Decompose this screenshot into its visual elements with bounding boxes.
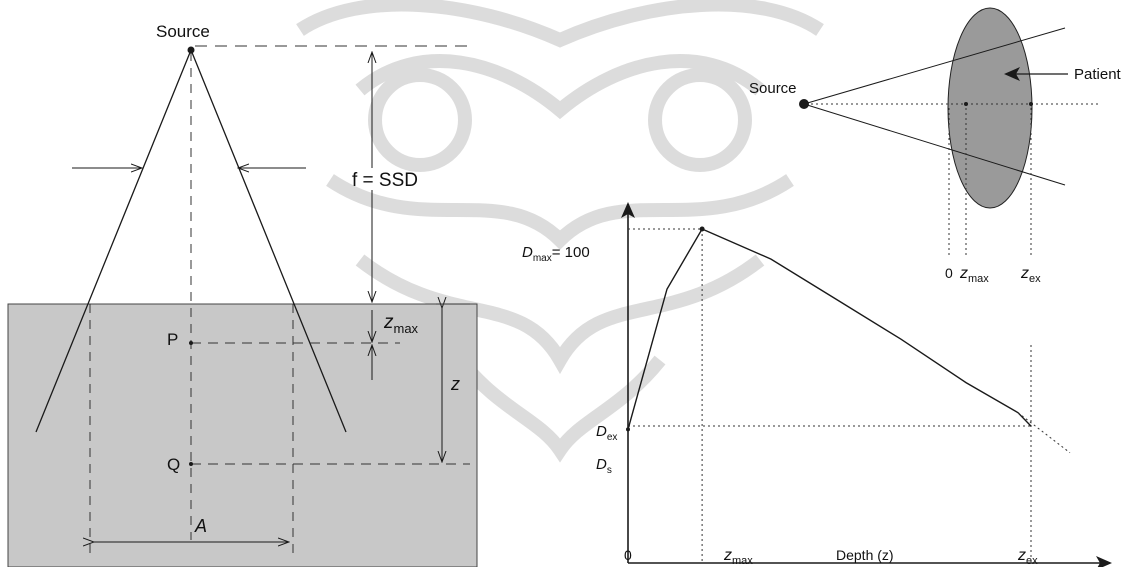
ds-point	[626, 427, 630, 432]
zex-marker	[1029, 102, 1033, 106]
patient-beam-diagram: Source Patient 0 zmax zex	[749, 7, 1122, 285]
zmax-marker	[964, 102, 968, 106]
patient-tick-zex: zex	[1020, 265, 1041, 285]
ssd-label: f = SSD	[352, 170, 418, 191]
left-beam-diagram: Source f = SSD zmax z P Q A	[7, 22, 478, 567]
depth-dose-chart: Dmax= 100 Dex Ds 0 zmax Depth (z) zex	[522, 202, 1112, 567]
patient-source-point	[799, 99, 809, 109]
chart-guides	[628, 228, 1032, 563]
y-label-dmax: Dmax= 100	[522, 244, 590, 264]
phantom-block	[7, 303, 478, 567]
beam-edge-left	[35, 49, 192, 433]
point-q-label: Q	[167, 455, 180, 474]
patient-tick-zmax: zmax	[959, 265, 989, 285]
source-point	[187, 46, 195, 54]
y-label-ds: Ds	[596, 456, 612, 476]
dose-extrapolation	[1017, 412, 1071, 454]
source-label: Source	[156, 22, 210, 41]
patient-label: Patient	[1074, 66, 1122, 83]
dmax-point	[699, 226, 705, 232]
y-label-dex: Dex	[596, 423, 617, 443]
beam-edge-right	[190, 49, 347, 433]
x-tick-zmax: zmax	[723, 547, 753, 567]
field-size-label: A	[194, 516, 207, 536]
patient-ellipse	[947, 7, 1033, 209]
watermark-emblem	[296, 0, 824, 463]
zmax-label: zmax	[383, 312, 419, 336]
x-tick-zero: 0	[624, 547, 632, 563]
point-p-marker	[189, 341, 193, 345]
patient-source-label: Source	[749, 80, 797, 97]
x-tick-zex: zex	[1017, 547, 1038, 567]
point-p-label: P	[167, 330, 178, 349]
point-q-marker	[189, 462, 193, 466]
x-axis-label: Depth (z)	[836, 547, 894, 563]
z-label: z	[450, 374, 460, 394]
patient-tick-zero: 0	[945, 265, 953, 281]
beam-ray-lower	[803, 103, 1066, 186]
beam-ray-upper	[803, 27, 1066, 105]
dose-curve	[627, 228, 1032, 430]
